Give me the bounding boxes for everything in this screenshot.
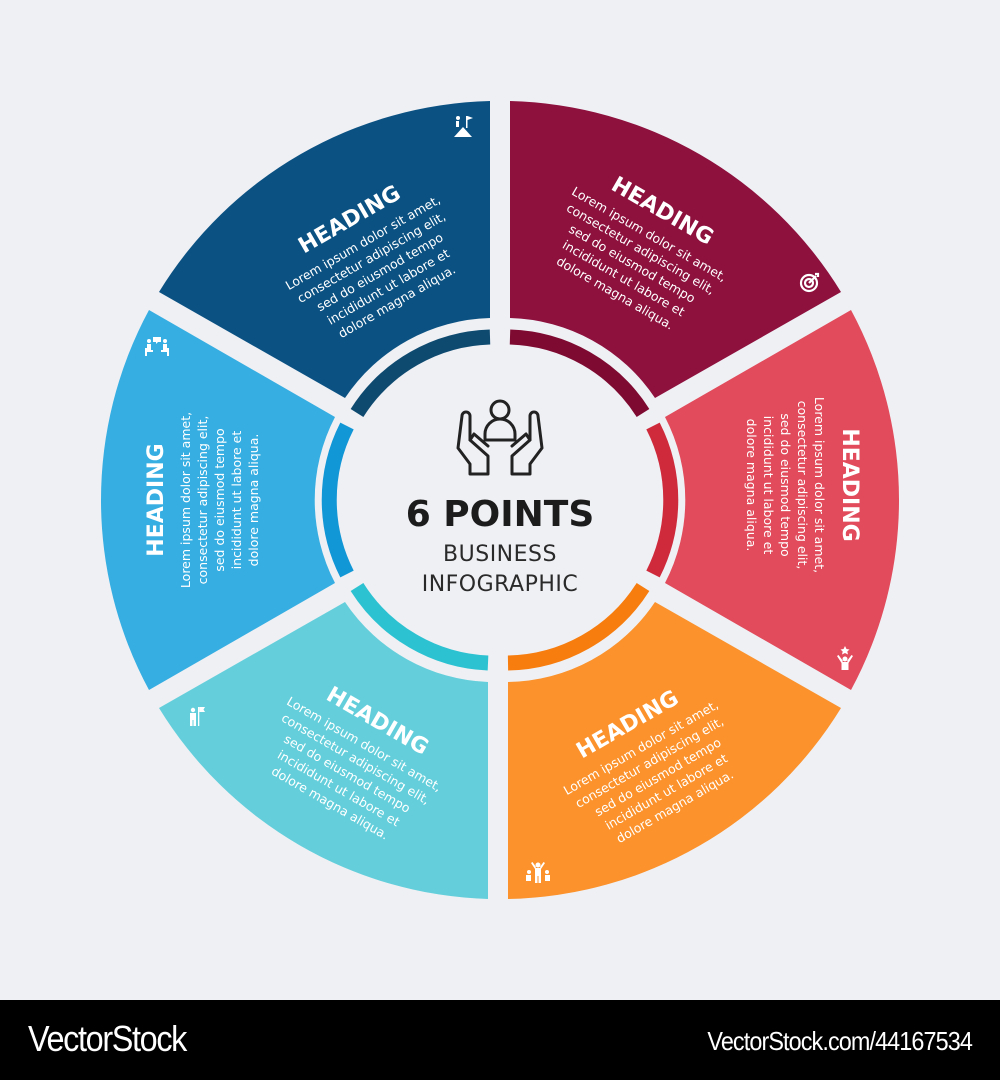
segment-6-inner-arc	[321, 422, 354, 578]
segment-3-body-line: dolore magna aliqua.	[744, 419, 759, 552]
center-subtitle-line-2: INFOGRAPHIC	[422, 572, 579, 597]
segment-2-shape	[510, 101, 841, 398]
segment-3-body-line: consectetur adipiscing elit,	[795, 401, 810, 570]
climber-flag-mountain-icon	[454, 116, 473, 137]
segment-6-body-line: Lorem ipsum dolor sit amet,	[178, 412, 193, 588]
segment-6: HEADING Lorem ipsum dolor sit amet, cons…	[100, 310, 354, 690]
target-dart-icon	[799, 272, 820, 293]
segment-6-heading: HEADING	[144, 443, 169, 556]
segment-4: HEADING Lorem ipsum dolor sit amet, cons…	[507, 582, 841, 899]
six-point-circle-diagram: HEADING Lorem ipsum dolor sit amet, cons…	[100, 101, 900, 899]
segment-3-heading: HEADING	[837, 428, 862, 541]
segment-3-body-line: incididunt ut labore et	[761, 416, 776, 555]
stock-reference: VectorStock.com/44167534	[707, 1026, 972, 1056]
segment-6-body-line: dolore magna aliqua.	[246, 434, 261, 567]
center-hub: 6 POINTS BUSINESS INFOGRAPHIC	[355, 355, 645, 645]
segment-3-body-line: Lorem ipsum dolor sit amet,	[812, 397, 827, 573]
person-with-flag-icon	[190, 707, 205, 726]
segment-2-inner-arc	[509, 329, 650, 418]
team-leader-icon	[526, 862, 550, 883]
segment-5-inner-arc	[350, 582, 489, 671]
segment-5-shape	[159, 602, 488, 899]
segment-1-shape	[159, 101, 490, 398]
center-title: 6 POINTS	[406, 494, 595, 535]
center-subtitle-line-1: BUSINESS	[443, 542, 557, 567]
segment-6-shape	[100, 310, 336, 690]
segment-2: HEADING Lorem ipsum dolor sit amet, cons…	[509, 101, 841, 418]
brand-logo-text: VectorStock	[28, 1018, 187, 1059]
segment-3-body-line: sed do eiusmod tempo	[778, 413, 793, 556]
watermark-footer: VectorStock VectorStock.com/44167534	[0, 1000, 1000, 1080]
segment-3: HEADING Lorem ipsum dolor sit amet, cons…	[646, 310, 900, 690]
winner-star-icon	[837, 646, 853, 670]
segment-6-body-line: incididunt ut labore et	[229, 431, 244, 570]
segment-4-inner-arc	[507, 582, 650, 671]
center-circle	[355, 355, 645, 645]
meeting-discussion-icon	[145, 337, 169, 356]
segment-3-inner-arc	[646, 422, 679, 578]
segment-1-inner-arc	[350, 329, 491, 418]
segment-4-shape	[508, 602, 841, 899]
segment-6-body-line: sed do eiusmod tempo	[212, 428, 227, 571]
segment-3-shape	[665, 310, 900, 690]
segment-1: HEADING Lorem ipsum dolor sit amet, cons…	[159, 101, 491, 418]
segment-5: HEADING Lorem ipsum dolor sit amet, cons…	[159, 582, 489, 899]
segment-6-body-line: consectetur adipiscing elit,	[195, 416, 210, 585]
hands-holding-person-icon	[456, 399, 544, 476]
